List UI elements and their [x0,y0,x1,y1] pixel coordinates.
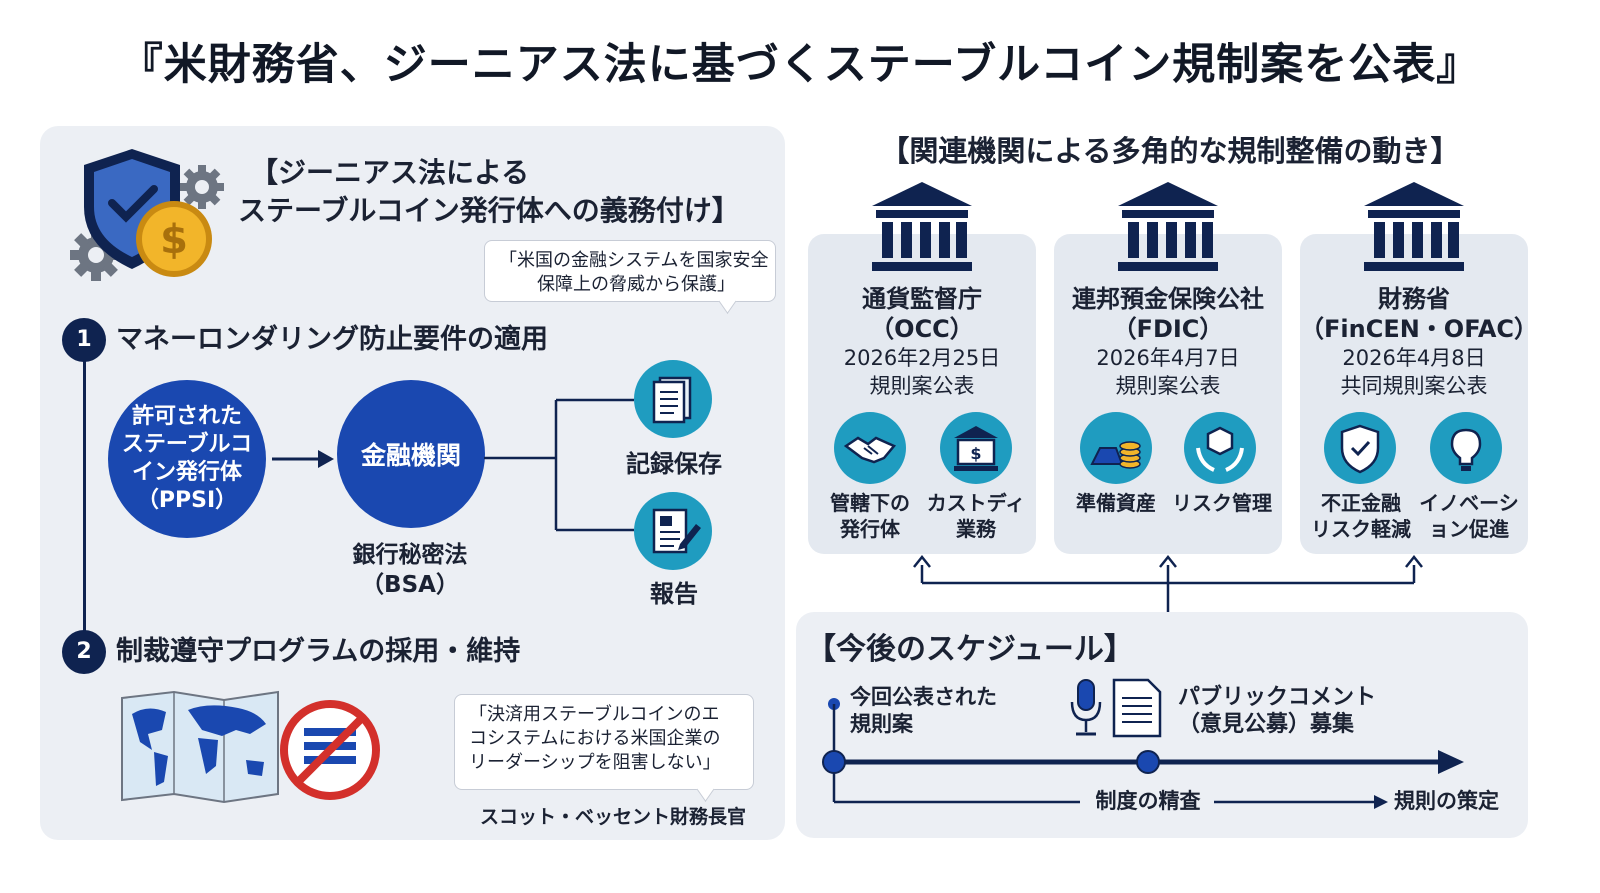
bessent-quote: 「決済用ステーブルコインのエ コシステムにおける米国企業の リーダーシップを阻害… [454,694,754,790]
occ-info: 通貨監督庁 （OCC） 2026年2月25日 規則案公表 [843,285,1001,398]
world-map-sanctions-icon [121,690,380,804]
treasury-info: 財務省 （FinCEN・OFAC） 2026年4月8日 共同規則案公表 [1300,285,1539,398]
handshake-icon [834,412,906,484]
agency-card-occ [808,234,1036,554]
public-comment-label: パブリックコメント （意見公募）募集 [1178,685,1377,737]
step-2-number: 2 [62,630,106,674]
bank-to-duties-connector [484,398,634,532]
topic-label: 管轄下の 発行体 [830,491,910,541]
topic-label: カストディ 業務 [926,491,1026,541]
lightbulb-icon [1430,412,1502,484]
agencies-heading: 【関連機関による多角的な規制整備の動き】 [880,134,1460,168]
topic-label: イノベーシ ョン促進 [1419,491,1519,541]
svg-text:$: $ [970,444,981,463]
topic-label: リスク管理 [1172,491,1272,515]
shield-check-icon [1324,412,1396,484]
records-icon [634,360,712,438]
gold-coins-icon [1080,412,1152,484]
agency-card-treasury [1300,234,1528,554]
microphone-document-icon [1070,678,1162,738]
agency-connector-arrows [913,555,1423,615]
fdic-info: 連邦預金保険公社 （FDIC） 2026年4月7日 規則案公表 [1072,285,1264,398]
schedule-timeline [822,698,1464,809]
report-label: 報告 [650,580,698,608]
records-label: 記録保存 [626,450,722,478]
report-icon [634,492,712,570]
step-connector-line [83,340,86,652]
hands-cube-icon [1184,412,1256,484]
issuer-to-bank-arrow [272,450,334,468]
current-proposal-label: 今回公表された 規則案 [850,685,997,736]
bsa-label: 銀行秘密法 （BSA） [352,542,468,598]
topic-label: 準備資産 [1076,491,1156,515]
vault-icon: $ [940,412,1012,484]
bank-circle: 金融機関 [337,380,485,528]
building-icon [1364,182,1464,271]
agency-card-fdic [1054,234,1282,554]
svg-text:$: $ [160,217,188,263]
issuer-circle: 許可された ステーブルコ イン発行体 （PPSI） [108,380,266,538]
security-quote: 「米国の金融システムを国家安全 保障上の脅威から保護」 [484,240,776,302]
step-1-number: 1 [62,318,106,362]
obligations-heading-line2: ステーブルコイン発行体への義務付け】 [238,194,740,227]
topic-label: 不正金融 リスク軽減 [1311,491,1411,541]
schedule-panel [796,612,1528,838]
obligations-heading-line1: 【ジーニアス法による [250,156,530,189]
shield-coin-gears-icon: $ [70,149,224,281]
schedule-heading: 【今後のスケジュール】 [806,632,1134,667]
building-icon [872,182,972,271]
review-label: 制度の精査 [1095,789,1201,813]
final-rule-label: 規則の策定 [1394,789,1499,813]
building-icon [1118,182,1218,271]
page-title: 『米財務省、ジーニアス法に基づくステーブルコイン規制案を公表』 [119,40,1481,90]
step-2-label: 制裁遵守プログラムの採用・維持 [116,636,521,667]
step-1-label: マネーロンダリング防止要件の適用 [116,324,548,355]
quote-speaker: スコット・ベッセント財務長官 [480,806,747,828]
